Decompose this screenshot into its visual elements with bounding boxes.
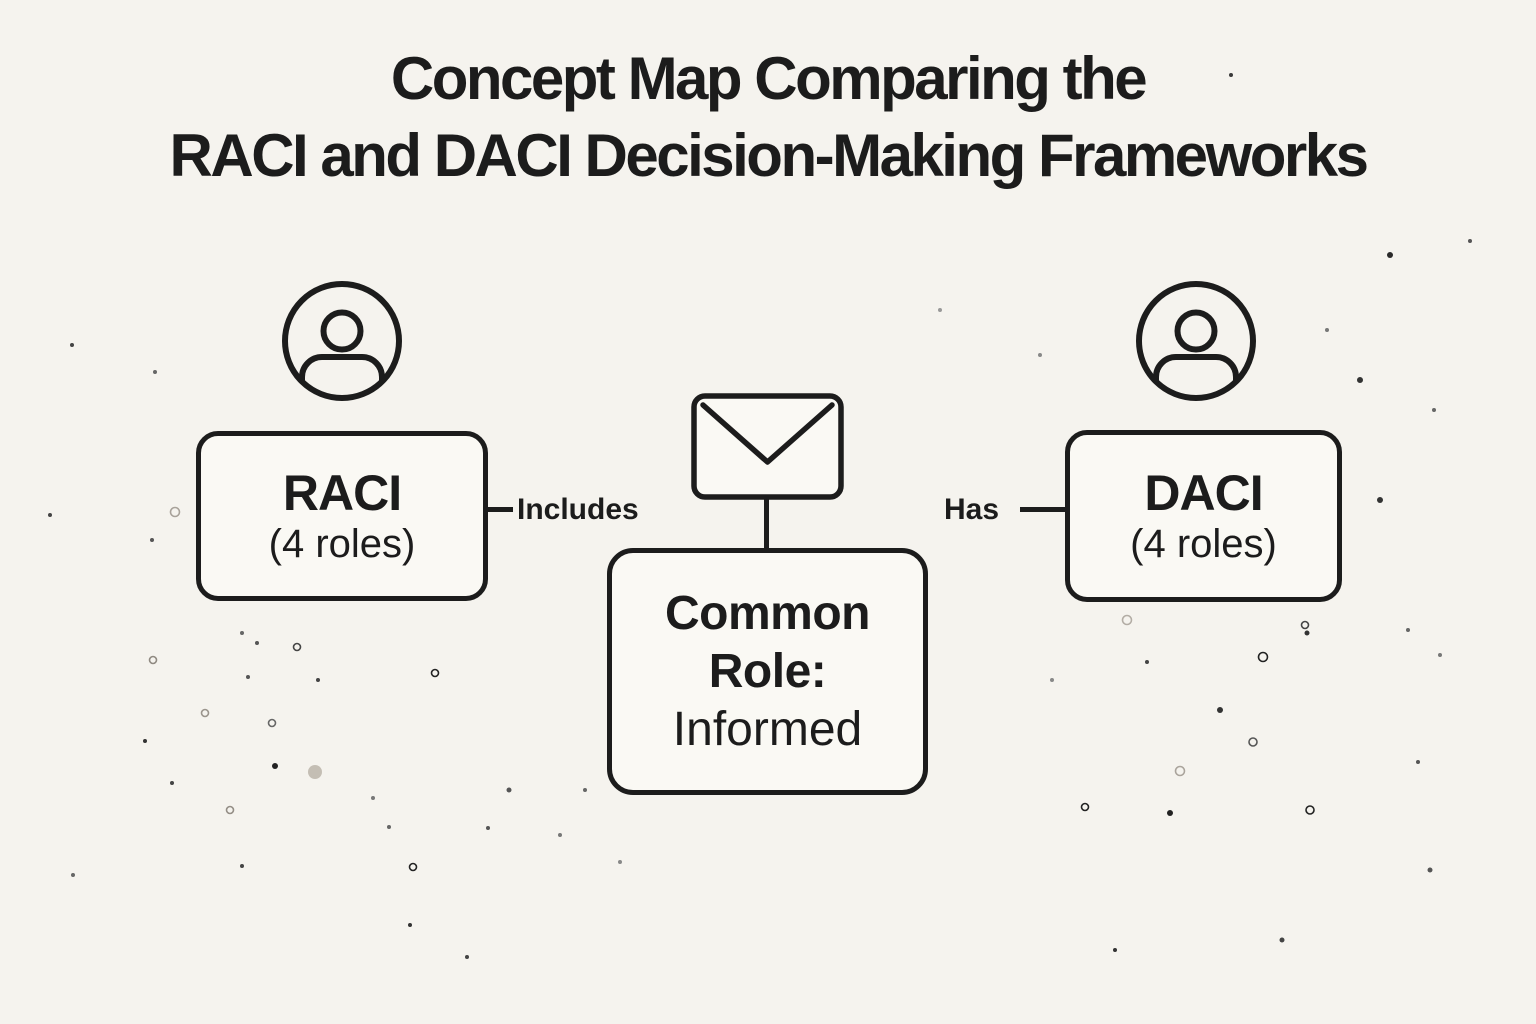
edge-label-includes: Includes <box>517 493 639 526</box>
node-raci: RACI (4 roles) <box>196 431 488 601</box>
node-daci: DACI (4 roles) <box>1065 430 1342 602</box>
page-title: Concept Map Comparing the RACI and DACI … <box>0 40 1536 194</box>
node-daci-sublabel: (4 roles) <box>1130 521 1277 566</box>
node-common-line-2: Role: <box>708 644 827 698</box>
envelope-stem-line <box>764 497 769 551</box>
node-common-line-1: Common <box>665 586 870 640</box>
edge-raci-line <box>486 507 513 512</box>
node-daci-label: DACI <box>1144 464 1263 521</box>
node-raci-label: RACI <box>282 464 402 521</box>
person-icon <box>282 281 402 401</box>
envelope-icon <box>691 393 844 500</box>
title-line-1: Concept Map Comparing the <box>390 45 1148 112</box>
edge-daci-line <box>1020 507 1066 512</box>
title-line-2: RACI and DACI Decision-Making Frameworks <box>169 122 1369 189</box>
node-raci-sublabel: (4 roles) <box>268 521 416 566</box>
person-icon <box>1136 281 1256 401</box>
node-common-line-3: Informed <box>672 702 863 756</box>
edge-label-has: Has <box>944 493 1000 526</box>
node-common-role: Common Role: Informed <box>607 548 928 795</box>
